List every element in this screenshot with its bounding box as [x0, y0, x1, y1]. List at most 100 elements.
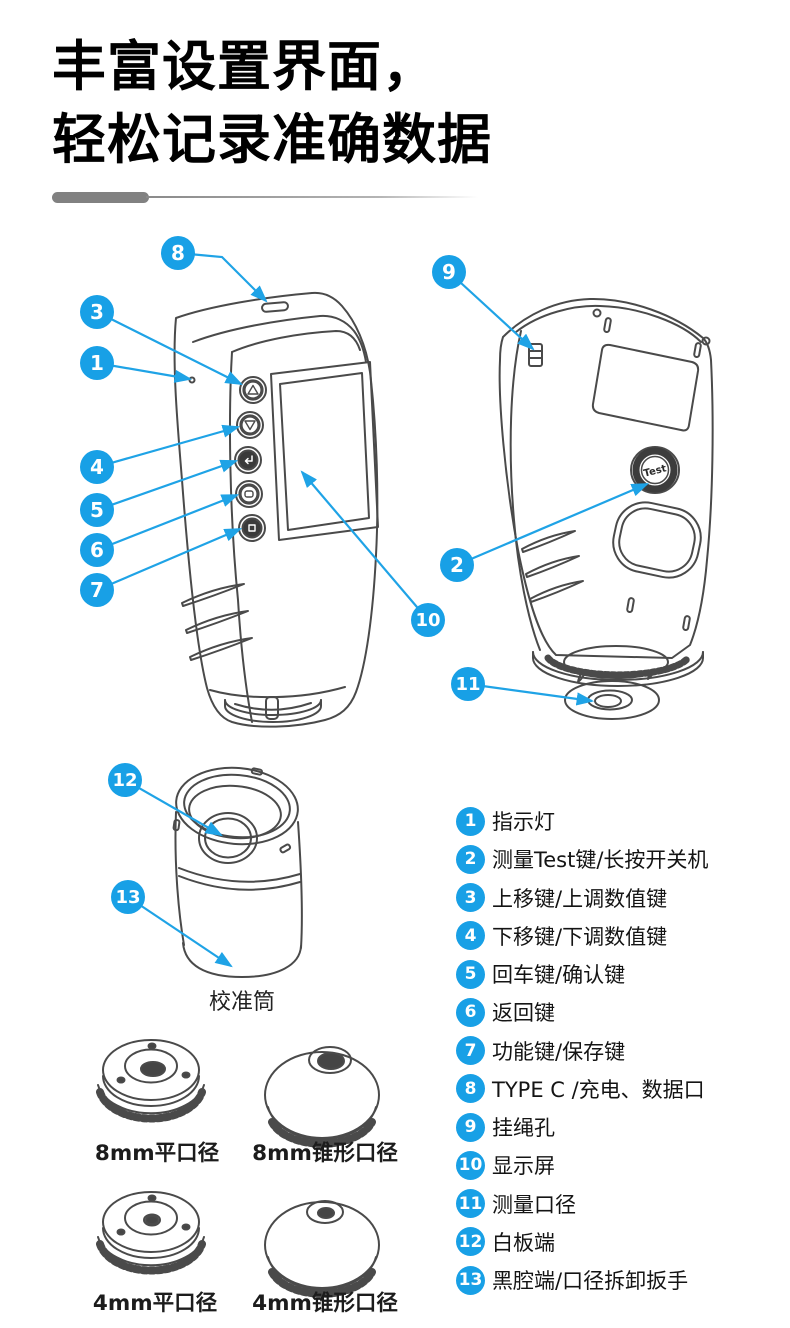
- legend-item-label: 上移键/上调数值键: [492, 886, 668, 911]
- leader-line-2: [456, 482, 650, 567]
- svg-text:8: 8: [171, 241, 185, 265]
- svg-text:1: 1: [90, 351, 104, 375]
- legend-item-label: 白板端: [492, 1230, 555, 1255]
- front-grip-lines: [181, 583, 253, 661]
- legend-item-3: 3 上移键/上调数值键: [456, 879, 790, 917]
- legend-item-label: 测量口径: [492, 1192, 576, 1217]
- callout-6: 6: [80, 533, 114, 567]
- calibration-cylinder-drawing: [172, 766, 303, 978]
- aperture-8mm-conical-label: 8mm锥形口径: [252, 1140, 398, 1166]
- leader-lines: [96, 251, 650, 968]
- leader-line-12: [124, 779, 223, 837]
- svg-text:9: 9: [442, 260, 456, 284]
- svg-text:11: 11: [455, 674, 480, 695]
- legend-number-badge: 8: [456, 1074, 485, 1104]
- aperture-8mm-conical: [264, 1046, 380, 1148]
- callout-9: 9: [432, 255, 466, 289]
- back-body-outline: [498, 297, 714, 659]
- aperture-8mm-flat-label: 8mm平口径: [95, 1140, 220, 1166]
- svg-text:4: 4: [90, 455, 104, 479]
- aperture-4mm-conical-label: 4mm锥形口径: [252, 1290, 398, 1316]
- up-button: [239, 376, 267, 404]
- back-top-seam: [515, 304, 702, 343]
- legend-item-label: 回车键/确认键: [492, 963, 626, 988]
- back-device-drawing: Test: [498, 297, 714, 720]
- svg-text:2: 2: [450, 553, 464, 577]
- measuring-aperture: [564, 680, 660, 720]
- leader-line-9: [448, 271, 535, 351]
- hang-rope-hole: [528, 343, 543, 367]
- legend-item-label: 功能键/保存键: [492, 1039, 626, 1064]
- svg-text:10: 10: [415, 610, 440, 631]
- legend-number-badge: 13: [456, 1265, 485, 1295]
- callout-2: 2: [440, 548, 474, 582]
- leader-line-3: [96, 311, 243, 385]
- title-line-1: 丰富设置界面，: [52, 35, 437, 98]
- title-line-2: 轻松记录准确数据: [52, 108, 492, 171]
- screen-outer: [270, 361, 379, 541]
- legend-item-label: 显示屏: [492, 1154, 555, 1179]
- back-slot-top-right: [693, 342, 702, 359]
- function-button: [238, 514, 266, 542]
- legend-item-label: 挂绳孔: [492, 1116, 555, 1141]
- type-c-port: [261, 301, 289, 313]
- legend-item-13: 13 黑腔端/口径拆卸扳手: [456, 1261, 790, 1299]
- legend-number-badge: 2: [456, 844, 485, 874]
- legend-item-label: 指示灯: [492, 810, 555, 835]
- legend-number-badge: 12: [456, 1227, 485, 1257]
- svg-text:12: 12: [112, 770, 137, 791]
- front-bottom-seam: [209, 686, 346, 699]
- legend-number-badge: 9: [456, 1112, 485, 1142]
- front-device-drawing: [173, 291, 379, 728]
- leader-line-5: [96, 459, 239, 512]
- callout-13: 13: [111, 880, 145, 914]
- legend-number-badge: 11: [456, 1189, 485, 1219]
- back-slot-top-left: [603, 317, 612, 334]
- aperture-4mm-flat: [96, 1191, 206, 1275]
- leader-line-10: [300, 470, 429, 621]
- back-screw-left: [592, 308, 602, 318]
- legend-item-label: 黑腔端/口径拆卸扳手: [492, 1269, 689, 1294]
- aperture-8mm-flat: [96, 1039, 206, 1123]
- leader-line-6: [96, 493, 240, 552]
- leader-line-11: [467, 682, 595, 706]
- legend-item-12: 12 白板端: [456, 1223, 790, 1261]
- svg-text:3: 3: [90, 300, 104, 324]
- divider-line: [146, 196, 478, 198]
- legend-number-badge: 10: [456, 1150, 485, 1180]
- leader-line-7: [96, 527, 243, 592]
- callout-12: 12: [108, 763, 142, 797]
- back-grip-lines: [521, 530, 584, 603]
- legend-number-badge: 5: [456, 959, 485, 989]
- screen-inner: [279, 372, 370, 531]
- black-cavity-end: [182, 942, 302, 978]
- back-button: [235, 480, 263, 508]
- legend-item-9: 9 挂绳孔: [456, 1108, 790, 1146]
- leader-line-13: [127, 896, 233, 968]
- legend-number-badge: 3: [456, 883, 485, 913]
- legend-number-badge: 4: [456, 921, 485, 951]
- aperture-4mm-conical: [264, 1200, 380, 1298]
- callout-11: 11: [451, 667, 485, 701]
- front-body-outline: [173, 291, 379, 728]
- callout-7: 7: [80, 573, 114, 607]
- callout-4: 4: [80, 450, 114, 484]
- back-slot-bottom-right: [682, 615, 691, 632]
- enter-button: [234, 446, 262, 474]
- legend-number-badge: 7: [456, 1036, 485, 1066]
- legend-item-2: 2 测量Test键/长按开关机: [456, 840, 790, 878]
- legend-item-5: 5 回车键/确认键: [456, 955, 790, 993]
- callout-1: 1: [80, 346, 114, 380]
- legend-item-label: 测量Test键/长按开关机: [492, 848, 709, 873]
- back-screw-right: [701, 336, 711, 346]
- aperture-4mm-flat-label: 4mm平口径: [93, 1290, 218, 1316]
- legend-item-11: 11 测量口径: [456, 1185, 790, 1223]
- indicator-led: [188, 376, 196, 384]
- callout-bubbles: 1 2 3 4 5 6 7 8 9 10 11 12 13: [80, 236, 485, 914]
- front-top-seam: [192, 314, 367, 363]
